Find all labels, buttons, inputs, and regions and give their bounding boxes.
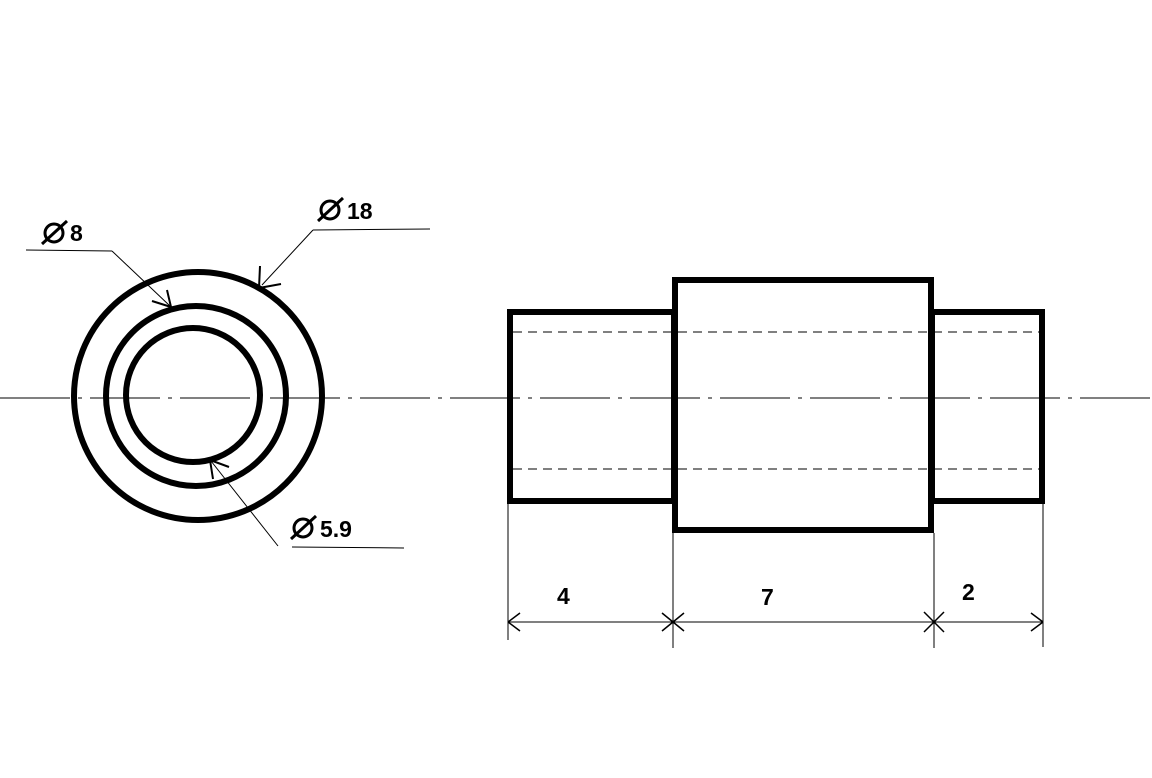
outer-arrowhead bbox=[258, 265, 282, 289]
middle-circle bbox=[103, 303, 289, 489]
right-section bbox=[929, 309, 1045, 504]
inner-arrowhead bbox=[209, 459, 230, 480]
length-label-right: 2 bbox=[962, 579, 975, 605]
middle-leader-arrow-line bbox=[111, 250, 171, 307]
center-section bbox=[672, 277, 934, 533]
diameter-symbol-icon bbox=[316, 196, 345, 223]
outer-circle bbox=[71, 269, 325, 523]
diameter-symbol-icon bbox=[40, 219, 69, 246]
end-view: 18 8 5.9 bbox=[25, 196, 431, 549]
outer-leader-line bbox=[312, 228, 431, 231]
dim-arrow-3 bbox=[923, 611, 945, 633]
inner-diameter-callout: 5.9 bbox=[209, 459, 405, 549]
diameter-symbol-icon bbox=[289, 514, 318, 541]
length-label-left: 4 bbox=[557, 583, 570, 609]
dim-arrow-right bbox=[1030, 612, 1044, 632]
length-label-center: 7 bbox=[761, 584, 774, 610]
middle-arrowhead bbox=[151, 289, 172, 308]
outer-leader-arrow-line bbox=[261, 229, 314, 286]
middle-leader-line bbox=[25, 249, 113, 252]
inner-diameter-label: 5.9 bbox=[320, 516, 352, 542]
middle-diameter-callout: 8 bbox=[25, 219, 172, 308]
left-section bbox=[507, 309, 677, 504]
inner-leader-arrow-line bbox=[210, 460, 279, 547]
outer-diameter-callout: 18 bbox=[258, 196, 431, 289]
inner-circle bbox=[123, 325, 263, 465]
side-view: 4 7 2 bbox=[507, 277, 1045, 648]
middle-diameter-label: 8 bbox=[70, 220, 83, 246]
outer-diameter-label: 18 bbox=[347, 198, 373, 224]
dim-arrow-2 bbox=[661, 612, 685, 632]
inner-leader-line bbox=[291, 546, 405, 549]
dim-arrow-left bbox=[507, 612, 521, 632]
